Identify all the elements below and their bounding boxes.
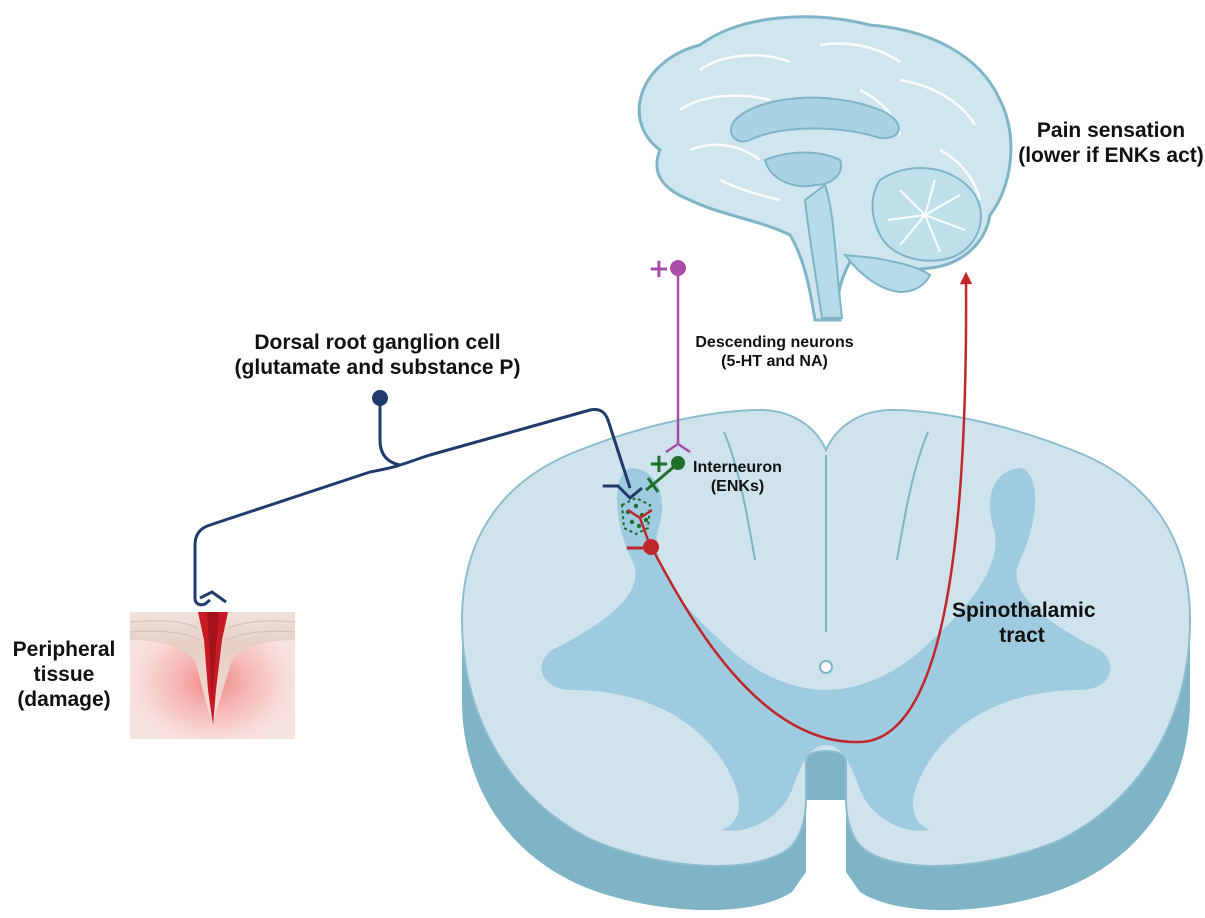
peripheral-tissue-wound — [130, 612, 295, 739]
peripheral-line1: Peripheral — [0, 637, 128, 662]
drg-line2: (glutamate and substance P) — [205, 355, 550, 380]
peripheral-tissue-label: Peripheral tissue (damage) — [0, 637, 128, 713]
descending-line1: Descending neurons — [672, 333, 877, 352]
pain-sensation-line1: Pain sensation — [1012, 118, 1205, 143]
drg-minus-sign: − — [600, 473, 622, 499]
drg-line1: Dorsal root ganglion cell — [205, 330, 550, 355]
interneuron-cell-body — [671, 456, 685, 470]
drg-cell-body — [372, 390, 388, 406]
interneuron-plus-sign: + — [648, 451, 670, 477]
descending-plus-sign: + — [648, 256, 670, 282]
descending-line2: (5-HT and NA) — [672, 352, 877, 371]
peripheral-line3: (damage) — [0, 687, 128, 712]
spinal-cord-cross-section — [462, 410, 1190, 910]
spinothalamic-line2: tract — [952, 623, 1092, 648]
central-canal — [820, 661, 832, 673]
spinothalamic-line1: Spinothalamic — [952, 598, 1092, 623]
descending-neurons-label: Descending neurons (5-HT and NA) — [672, 333, 877, 371]
interneuron-line2: (ENKs) — [685, 477, 790, 496]
descending-cell-body — [670, 260, 686, 276]
interneuron-label: Interneuron (ENKs) — [685, 458, 790, 496]
interneuron-line1: Interneuron — [685, 458, 790, 477]
peripheral-line2: tissue — [0, 662, 128, 687]
pain-sensation-label: Pain sensation (lower if ENKs act) — [1012, 118, 1205, 168]
drg-cell-label: Dorsal root ganglion cell (glutamate and… — [205, 330, 550, 380]
spinothalamic-tract-label: Spinothalamic tract — [952, 598, 1092, 648]
pain-sensation-line2: (lower if ENKs act) — [1012, 143, 1205, 168]
projection-minus-sign: − — [624, 535, 646, 561]
brain-illustration — [639, 17, 1011, 320]
